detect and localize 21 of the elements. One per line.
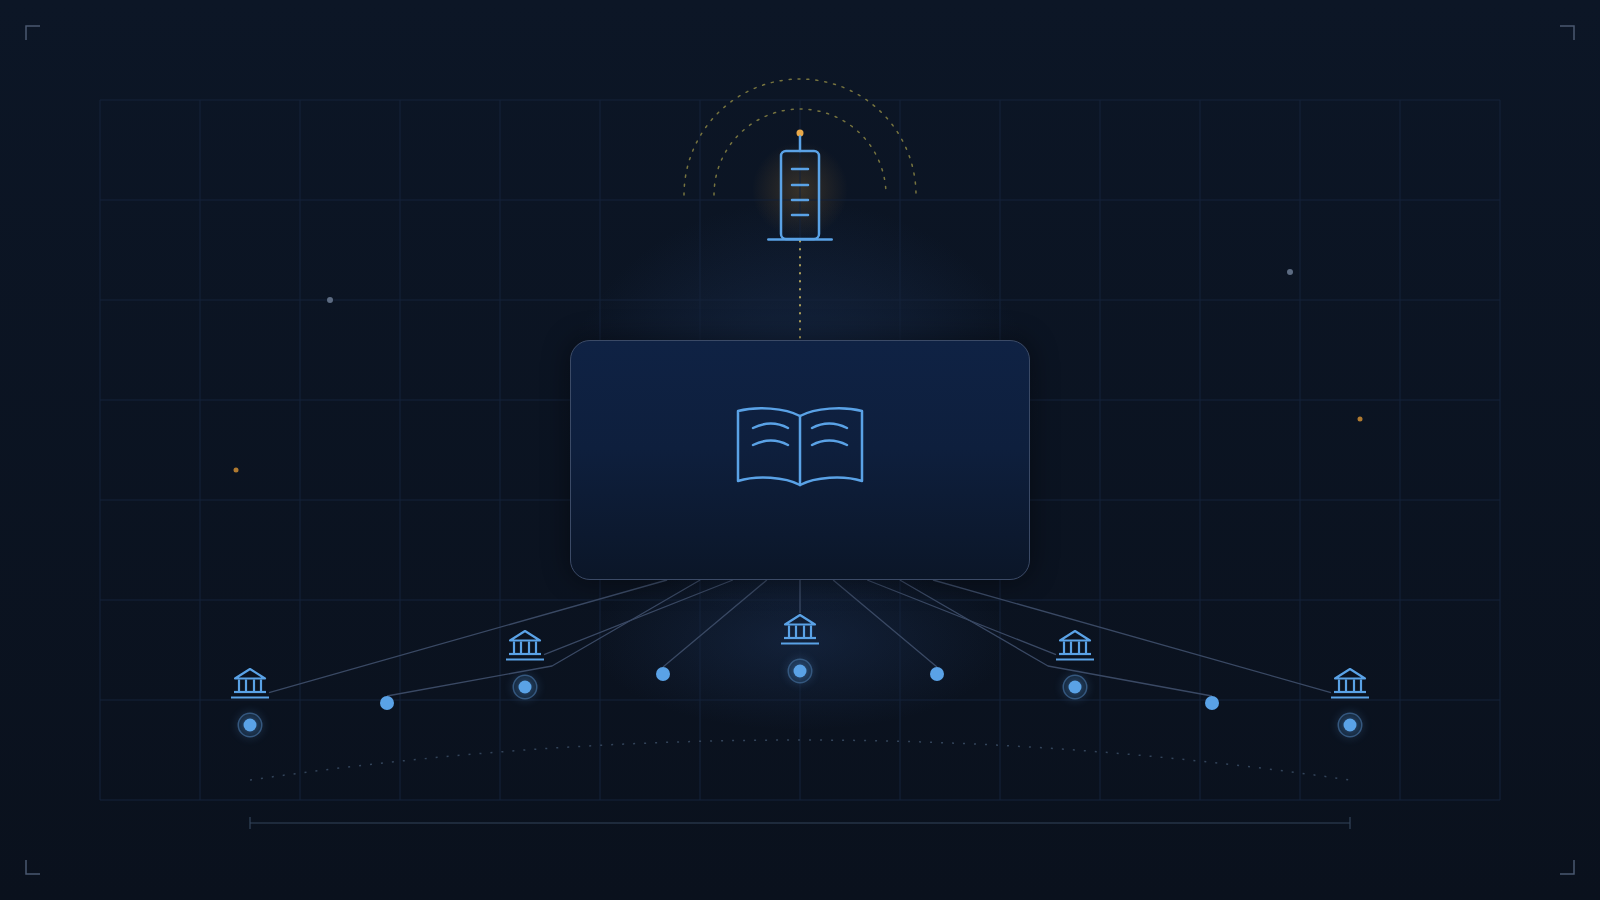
card-panel bbox=[570, 340, 1030, 580]
bank-icon bbox=[231, 667, 269, 699]
connector-line bbox=[799, 579, 801, 614]
connector-line bbox=[832, 579, 938, 668]
bank-icon bbox=[1056, 629, 1094, 661]
bank-icon bbox=[1331, 667, 1369, 699]
bank-icon bbox=[506, 629, 544, 661]
connector-line bbox=[386, 579, 701, 697]
connector-line bbox=[899, 579, 1213, 697]
connector-line bbox=[543, 579, 734, 656]
transmitter-tower-icon bbox=[767, 129, 833, 241]
bank-icon bbox=[781, 613, 819, 645]
connector-line bbox=[866, 579, 1057, 656]
connector-line bbox=[932, 579, 1332, 694]
dot-icon bbox=[1205, 696, 1219, 710]
dotted-connector bbox=[799, 240, 801, 341]
dot-icon bbox=[380, 696, 394, 710]
connector-line bbox=[268, 579, 668, 694]
dot-icon bbox=[656, 667, 670, 681]
connector-line bbox=[662, 579, 768, 668]
dot-icon bbox=[930, 667, 944, 681]
